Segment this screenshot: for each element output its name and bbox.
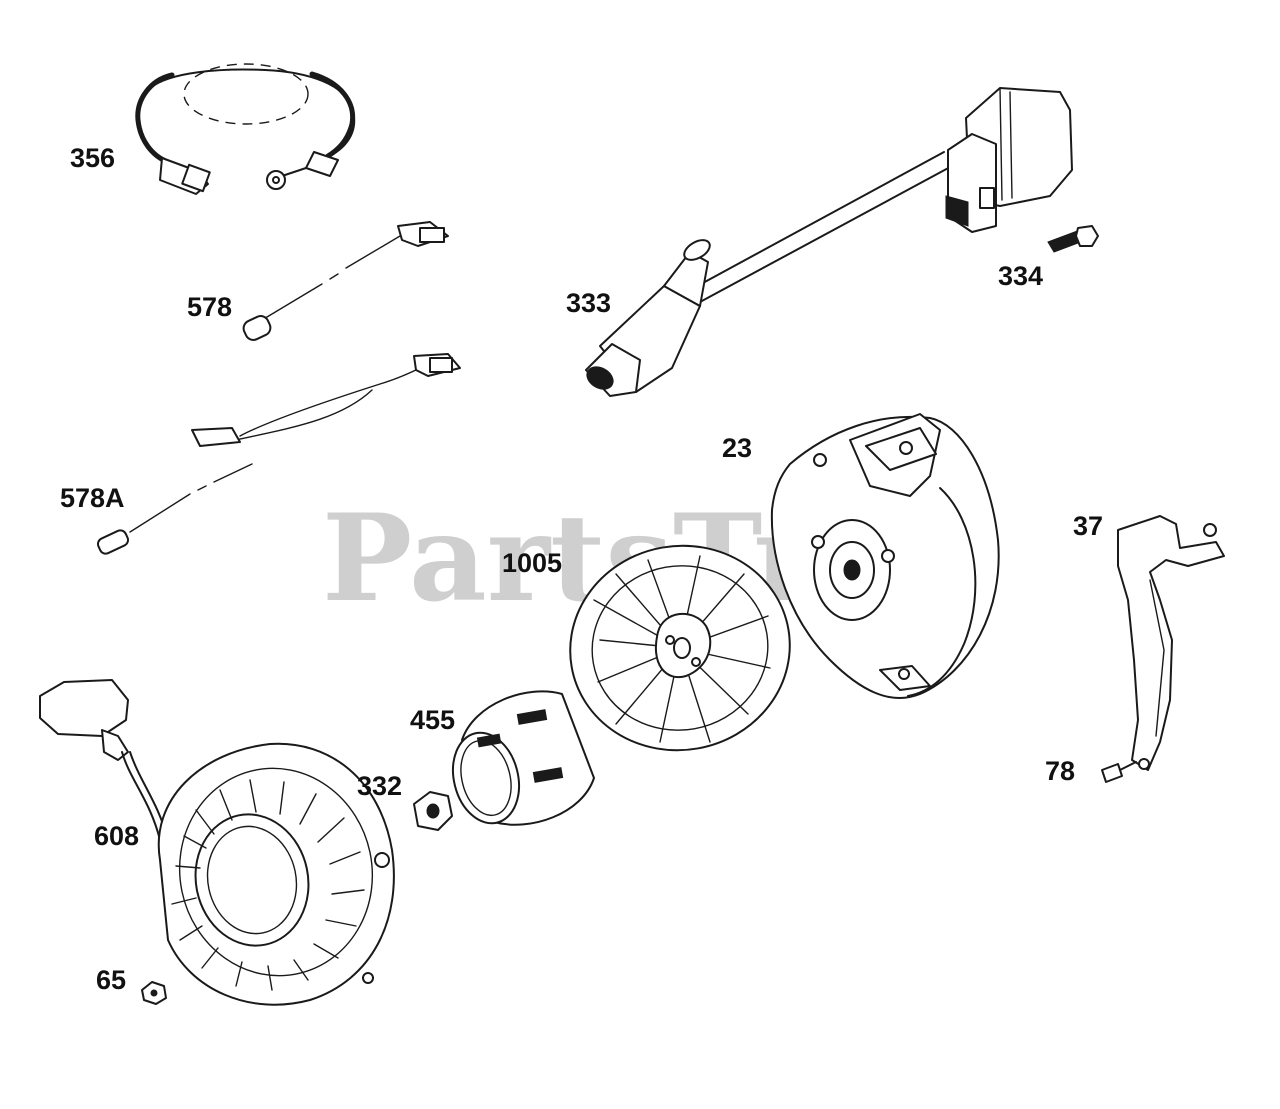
part-23-blower-housing[interactable] [770,413,1000,699]
label-608[interactable]: 608 [94,821,139,851]
label-578[interactable]: 578 [187,292,232,322]
part-78-screw[interactable] [1101,761,1137,783]
part-1005-flywheel-fan[interactable] [554,528,806,767]
label-334[interactable]: 334 [998,261,1043,291]
label-37[interactable]: 37 [1073,511,1103,541]
label-78[interactable]: 78 [1045,756,1075,786]
label-1005[interactable]: 1005 [502,548,562,578]
part-578-lead-wire[interactable] [241,221,449,343]
part-334-screw[interactable] [1047,225,1099,253]
part-608-recoil-starter[interactable] [39,679,395,1006]
part-332-nut[interactable] [413,791,453,831]
label-578a[interactable]: 578A [60,483,125,513]
part-333-ignition-coil[interactable] [583,87,1073,397]
part-labels: 356 578 578A 333 334 23 37 1005 455 332 … [60,143,1103,995]
part-65-screw[interactable] [141,981,167,1005]
label-356[interactable]: 356 [70,143,115,173]
part-37-bracket[interactable] [1117,515,1225,771]
label-332[interactable]: 332 [357,771,402,801]
part-356-ground-wire[interactable] [135,63,356,195]
label-23[interactable]: 23 [722,433,752,463]
label-455[interactable]: 455 [410,705,455,735]
part-578a-wire-harness[interactable] [96,353,461,556]
label-333[interactable]: 333 [566,288,611,318]
part-455-starter-cup[interactable] [444,690,595,830]
label-65[interactable]: 65 [96,965,126,995]
